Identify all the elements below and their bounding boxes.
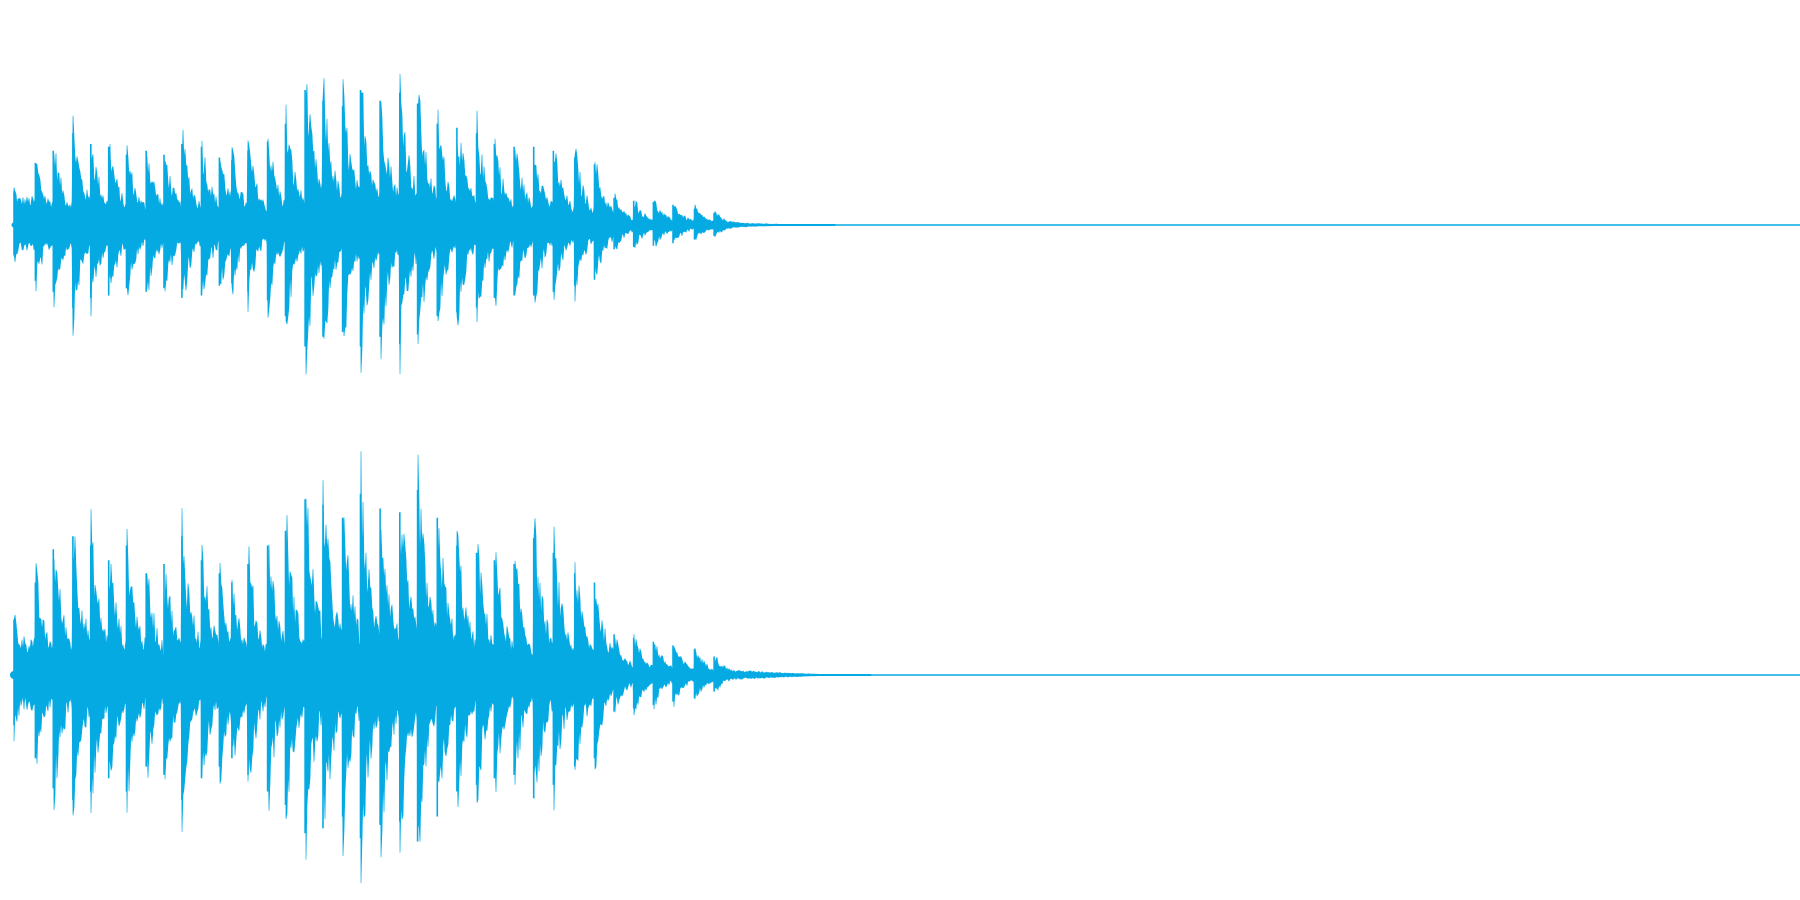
waveform-body xyxy=(13,451,872,884)
channel-top-waveform xyxy=(11,73,1800,375)
waveform-start-marker xyxy=(11,222,17,228)
channel-bottom-waveform xyxy=(10,451,1800,884)
waveform-body xyxy=(13,73,836,375)
waveform-start-marker xyxy=(10,671,18,679)
